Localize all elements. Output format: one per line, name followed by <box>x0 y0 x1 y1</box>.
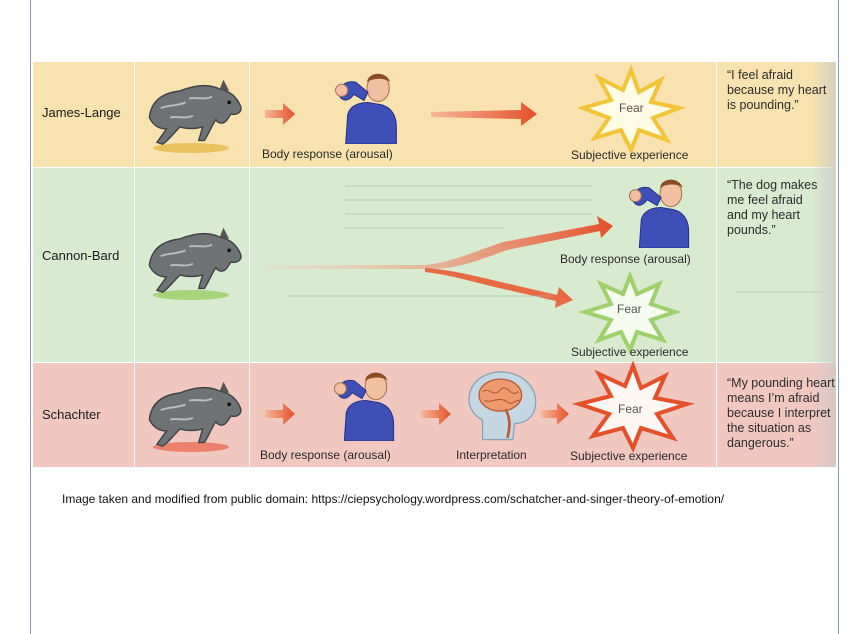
caption-body-response: Body response (arousal) <box>260 448 391 462</box>
fear-label: Fear <box>618 402 643 416</box>
caption-body-response: Body response (arousal) <box>560 252 691 266</box>
arrow-icon <box>431 102 537 126</box>
arrow-icon <box>265 103 295 125</box>
arrow-icon <box>421 403 451 425</box>
fear-burst-icon <box>578 270 682 355</box>
fear-label: Fear <box>619 101 644 115</box>
caption-subjective-experience: Subjective experience <box>571 345 689 359</box>
emotion-theories-figure: James-Lange Cannon-Bard Schachter Body r… <box>33 62 836 467</box>
caption-interpretation: Interpretation <box>456 448 527 462</box>
right-frame-line <box>838 0 839 634</box>
theory-label-cannon-bard: Cannon-Bard <box>42 248 120 263</box>
dog-icon <box>148 226 242 294</box>
column-divider <box>134 62 135 467</box>
brain-icon <box>467 370 538 441</box>
theory-label-schachter: Schachter <box>42 407 101 422</box>
row-divider <box>33 167 836 168</box>
column-divider <box>249 62 250 467</box>
row-divider <box>33 362 836 363</box>
arrow-icon <box>425 268 573 308</box>
column-divider <box>716 62 717 467</box>
arrow-icon <box>265 216 613 269</box>
theory-label-james-lange: James-Lange <box>42 105 121 120</box>
person-icon <box>628 179 690 248</box>
caption-subjective-experience: Subjective experience <box>571 148 689 162</box>
arrow-icon <box>265 403 295 425</box>
dog-icon <box>148 380 242 448</box>
caption-body-response: Body response (arousal) <box>262 147 393 161</box>
person-icon <box>335 73 397 144</box>
page-edge-shadow <box>812 62 836 467</box>
person-icon <box>333 372 395 441</box>
fear-burst-icon <box>576 64 686 155</box>
arrow-icon <box>541 403 569 425</box>
fear-label: Fear <box>617 302 642 316</box>
source-note: Image taken and modified from public dom… <box>62 492 725 506</box>
fear-burst-icon <box>571 360 695 453</box>
left-frame-line <box>30 0 31 634</box>
diagram-graphics <box>148 64 823 453</box>
dog-icon <box>148 78 242 146</box>
caption-subjective-experience: Subjective experience <box>570 449 688 463</box>
